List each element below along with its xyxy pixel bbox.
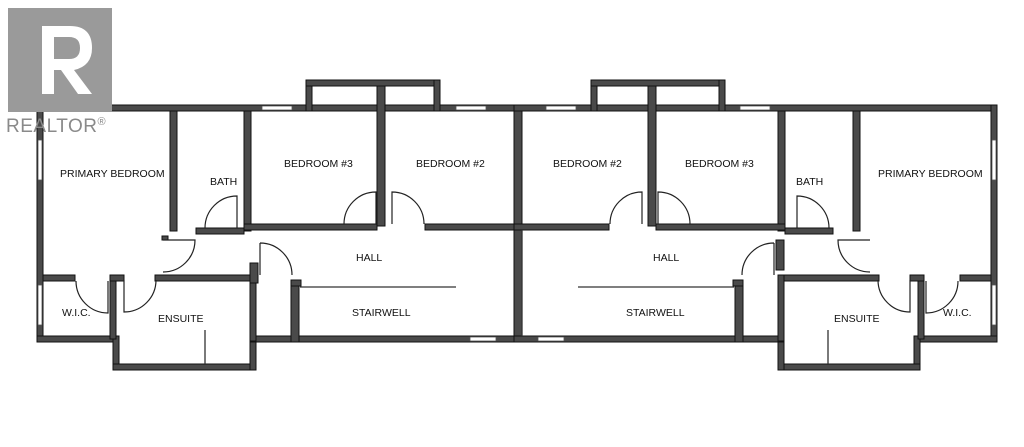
room-label-right-primary-bedroom: PRIMARY BEDROOM bbox=[878, 168, 983, 180]
room-label-right-bath: BATH bbox=[796, 176, 823, 188]
room-label-right-ensuite: ENSUITE bbox=[834, 313, 880, 325]
room-label-left-hall: HALL bbox=[356, 252, 382, 264]
realtor-logo: REALTOR® bbox=[6, 6, 118, 138]
room-label-left-stairwell: STAIRWELL bbox=[352, 307, 411, 319]
room-label-left-bath: BATH bbox=[210, 176, 237, 188]
room-label-left-ensuite: ENSUITE bbox=[158, 313, 204, 325]
room-label-right-stairwell: STAIRWELL bbox=[626, 307, 685, 319]
registered-mark: ® bbox=[97, 116, 107, 128]
room-label-right-hall: HALL bbox=[653, 252, 679, 264]
room-label-left-bedroom2: BEDROOM #2 bbox=[416, 158, 485, 170]
room-label-right-wic: W.I.C. bbox=[943, 307, 972, 319]
realtor-brand-text: REALTOR bbox=[6, 116, 98, 137]
room-label-right-bedroom2: BEDROOM #2 bbox=[553, 158, 622, 170]
door-swings bbox=[75, 191, 959, 314]
room-label-left-bedroom3: BEDROOM #3 bbox=[284, 158, 353, 170]
room-label-right-bedroom3: BEDROOM #3 bbox=[685, 158, 754, 170]
right-unit-walls bbox=[513, 79, 998, 371]
room-label-left-primary-bedroom: PRIMARY BEDROOM bbox=[60, 168, 165, 180]
stair-lines bbox=[204, 230, 829, 364]
realtor-wordmark: REALTOR® bbox=[6, 116, 106, 138]
realtor-r-logo-icon bbox=[8, 8, 112, 112]
room-label-left-wic: W.I.C. bbox=[62, 307, 91, 319]
windows bbox=[37, 105, 997, 342]
